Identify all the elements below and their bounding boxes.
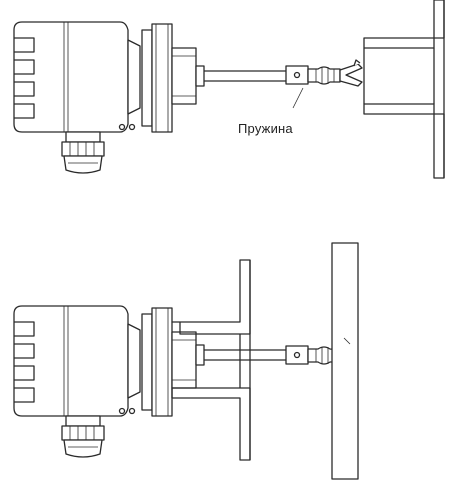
bottom-probe-rod — [204, 345, 309, 365]
top-probe-rod — [204, 65, 309, 85]
top-screw — [118, 123, 126, 131]
spring-leader-line — [292, 87, 304, 109]
top-housing — [13, 21, 141, 133]
bottom-screw — [128, 407, 136, 415]
bottom-housing — [13, 305, 141, 417]
top-vessel-wall — [363, 0, 445, 179]
bottom-screw — [118, 407, 126, 415]
top-cable-gland — [61, 131, 105, 174]
bottom-thread — [171, 331, 205, 389]
bottom-cable-gland — [61, 415, 105, 458]
bottom-flange — [141, 307, 173, 417]
spring-callout-label: Пружина — [238, 121, 293, 136]
top-thread — [171, 47, 205, 105]
bottom-medium-bar — [331, 242, 359, 480]
spring-element — [307, 59, 363, 87]
bottom-assembly — [13, 242, 359, 480]
top-screw — [128, 123, 136, 131]
top-assembly — [13, 0, 445, 179]
top-flange — [141, 23, 173, 133]
